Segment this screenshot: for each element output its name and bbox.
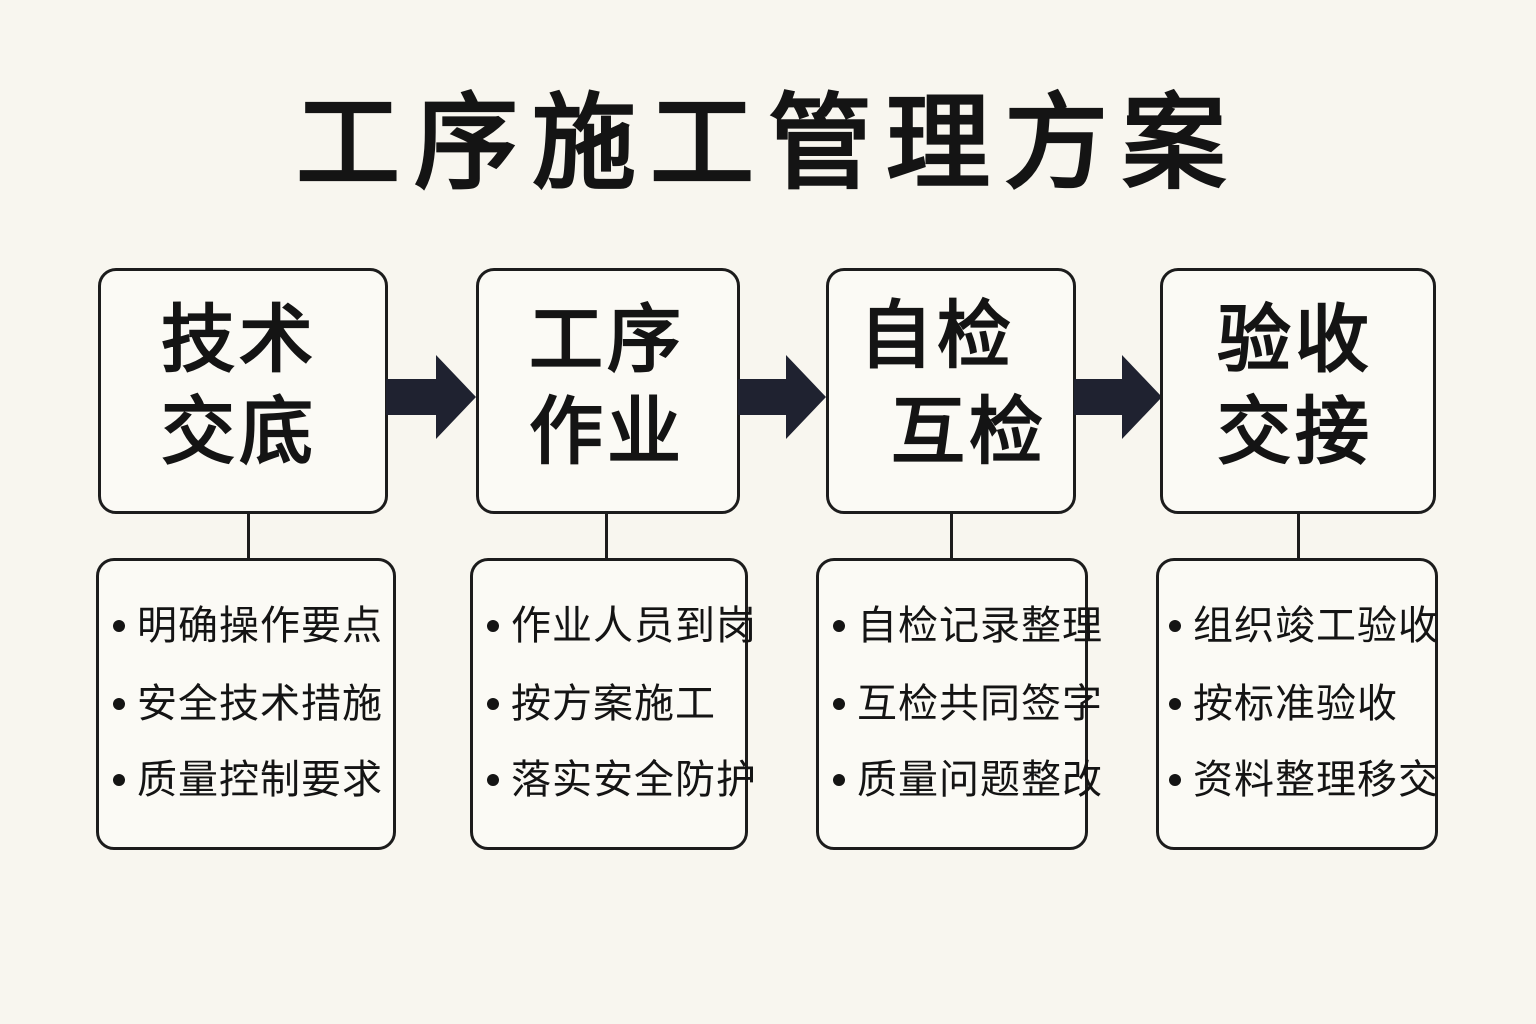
connector-line (1297, 514, 1300, 558)
list-item: 明确操作要点 (113, 601, 383, 651)
detail-text: 落实安全防护 (511, 757, 757, 803)
bullet-icon (113, 620, 125, 632)
stage-box-acceptance-handover: 验收 交接 (1160, 268, 1436, 514)
arrow-right-icon (386, 355, 476, 439)
stage-box-process-work: 工序 作业 (476, 268, 740, 514)
detail-text: 互检共同签字 (857, 681, 1103, 727)
detail-box-acceptance-handover: 组织竣工验收 按标准验收 资料整理移交 (1156, 558, 1438, 850)
connector-line (950, 514, 953, 558)
bullet-icon (113, 774, 125, 786)
connector-line (605, 514, 608, 558)
detail-box-process-work: 作业人员到岗 按方案施工 落实安全防护 (470, 558, 756, 850)
detail-text: 资料整理移交 (1193, 757, 1439, 803)
bullet-icon (487, 774, 499, 786)
detail-text: 质量问题整改 (857, 757, 1103, 803)
list-item: 落实安全防护 (487, 755, 757, 805)
stage-label-line1: 技术 (161, 297, 317, 383)
stage-label-line2: 交接 (1217, 389, 1373, 475)
list-item: 质量控制要求 (113, 755, 383, 805)
stage-label-line2: 交底 (161, 389, 317, 475)
detail-text: 自检记录整理 (857, 603, 1103, 649)
bullet-icon (113, 698, 125, 710)
bullet-icon (1169, 698, 1181, 710)
stage-label-line2: 互检 (891, 389, 1047, 475)
list-item: 作业人员到岗 (487, 601, 757, 651)
stage-box-self-mutual-inspection: 自检 互检 (826, 268, 1076, 514)
list-item: 互检共同签字 (833, 679, 1103, 729)
detail-box-self-mutual-inspection: 自检记录整理 互检共同签字 质量问题整改 (816, 558, 1102, 850)
list-item: 按方案施工 (487, 679, 716, 729)
detail-text: 作业人员到岗 (511, 603, 757, 649)
detail-text: 安全技术措施 (137, 681, 383, 727)
list-item: 质量问题整改 (833, 755, 1103, 805)
bullet-icon (487, 620, 499, 632)
bullet-icon (487, 698, 499, 710)
bullet-icon (833, 620, 845, 632)
bullet-icon (1169, 774, 1181, 786)
stage-box-technical-briefing: 技术 交底 (98, 268, 388, 514)
detail-text: 按方案施工 (511, 681, 716, 727)
list-item: 组织竣工验收 (1169, 601, 1439, 651)
bullet-icon (833, 698, 845, 710)
arrow-right-icon (1074, 355, 1162, 439)
list-item: 按标准验收 (1169, 679, 1398, 729)
arrow-right-icon (738, 355, 826, 439)
detail-text: 明确操作要点 (137, 603, 383, 649)
list-item: 安全技术措施 (113, 679, 383, 729)
stage-label-line2: 作业 (529, 389, 685, 475)
detail-box-technical-briefing: 明确操作要点 安全技术措施 质量控制要求 (96, 558, 396, 850)
bullet-icon (1169, 620, 1181, 632)
list-item: 自检记录整理 (833, 601, 1103, 651)
page-title: 工序施工管理方案 (295, 82, 1240, 204)
detail-text: 按标准验收 (1193, 681, 1398, 727)
list-item: 资料整理移交 (1169, 755, 1439, 805)
stage-label-line1: 自检 (859, 293, 1015, 379)
connector-line (247, 514, 250, 558)
detail-text: 质量控制要求 (137, 757, 383, 803)
detail-text: 组织竣工验收 (1193, 603, 1439, 649)
stage-label-line1: 验收 (1217, 297, 1373, 383)
stage-label-line1: 工序 (529, 297, 685, 383)
bullet-icon (833, 774, 845, 786)
